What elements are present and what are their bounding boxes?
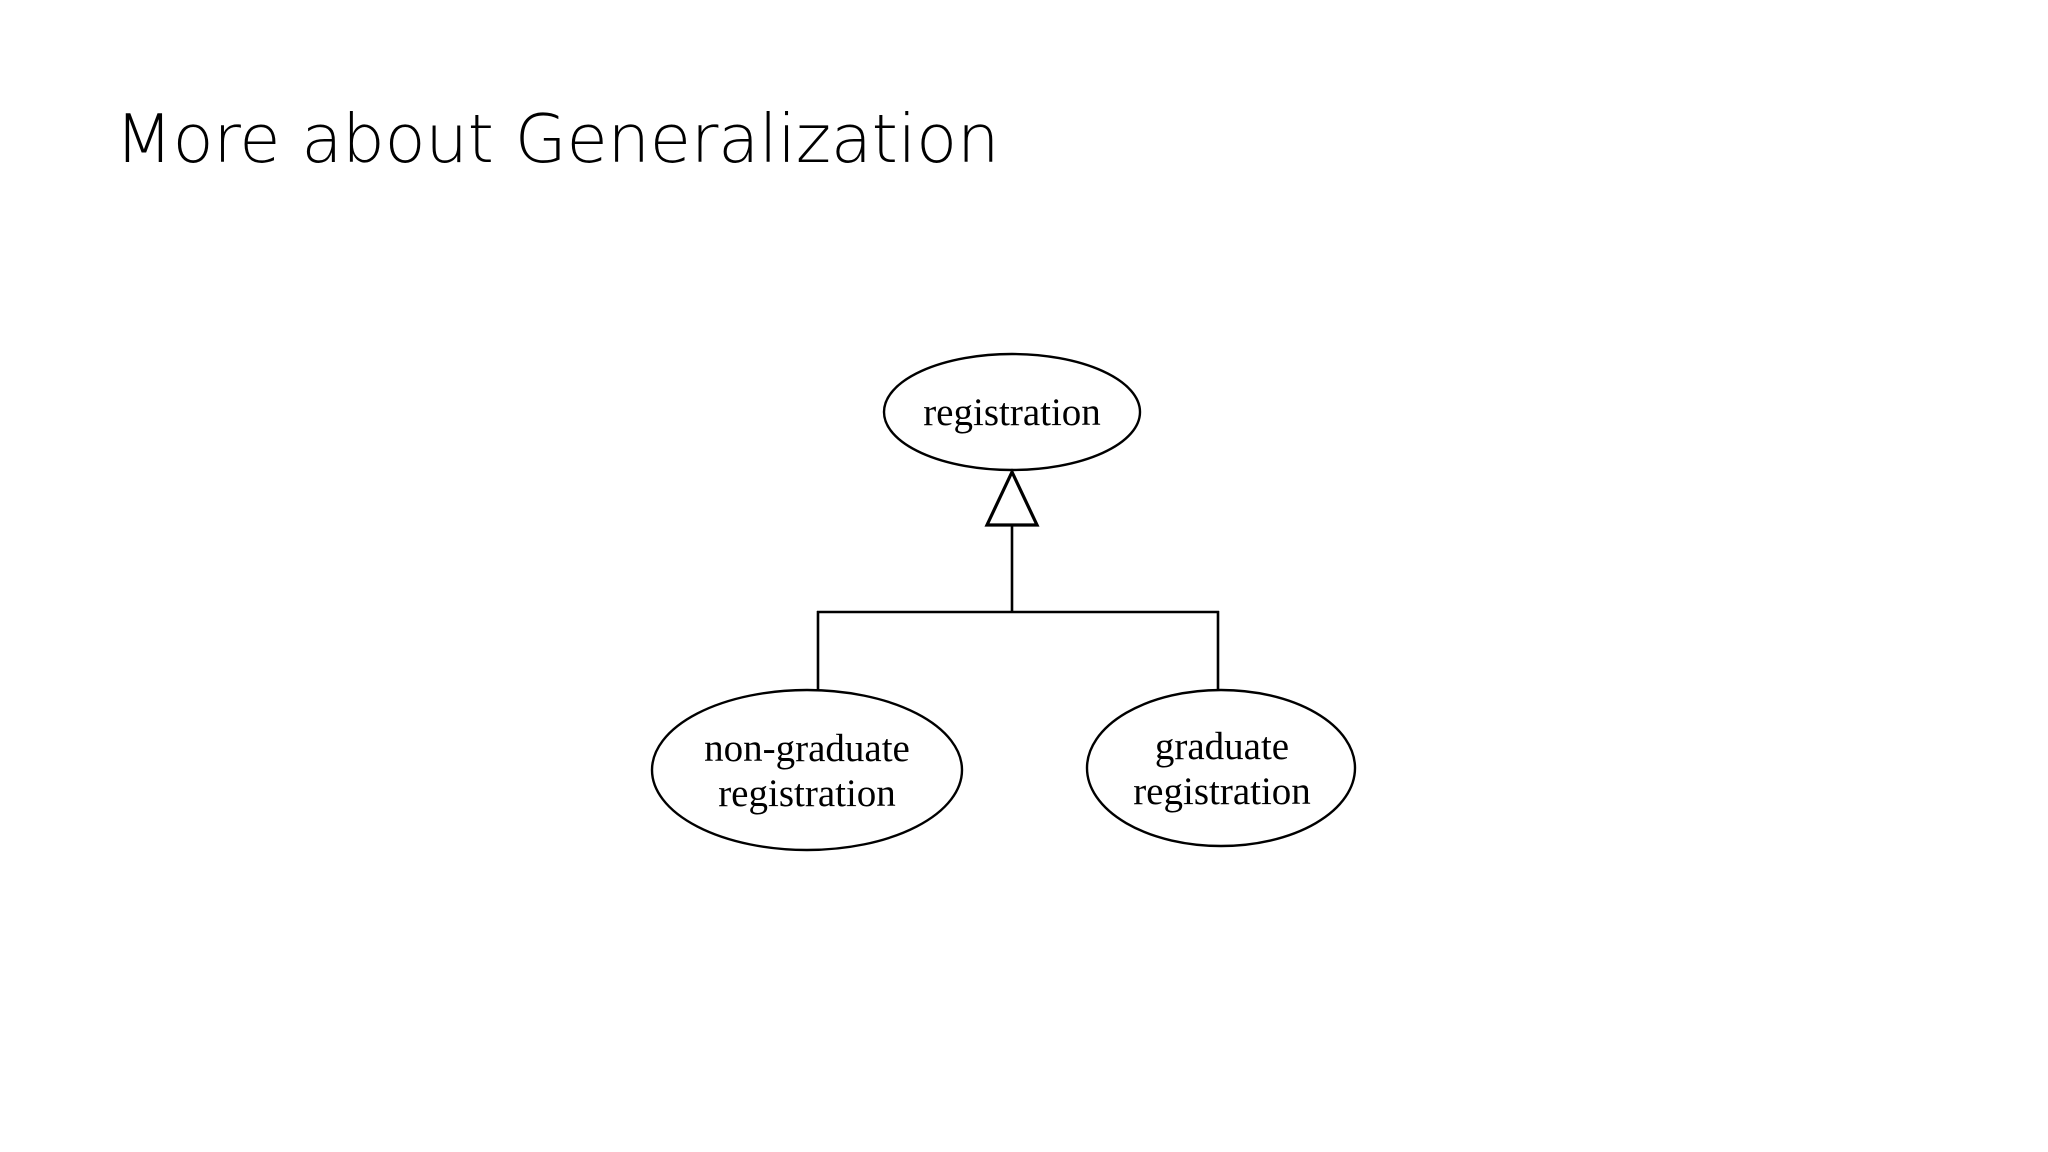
page-title: More about Generalization xyxy=(115,100,1000,178)
generalization-triangle-icon xyxy=(984,468,1040,527)
entity-ellipse-non-graduate-registration[interactable] xyxy=(650,688,964,852)
entity-ellipse-registration[interactable] xyxy=(882,352,1142,472)
entity-ellipse-graduate-registration[interactable] xyxy=(1085,688,1357,848)
